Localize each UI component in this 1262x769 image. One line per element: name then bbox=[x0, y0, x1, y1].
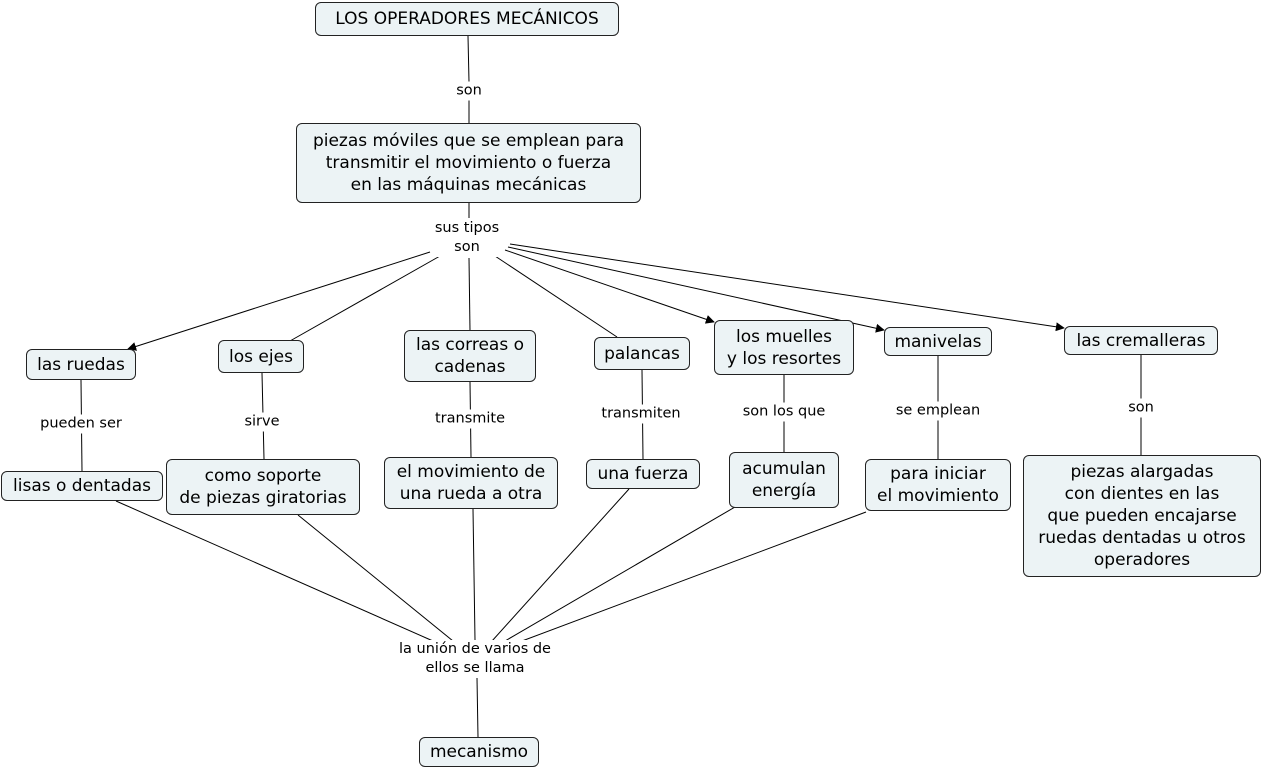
link-iniciar-union bbox=[521, 511, 867, 642]
link-to-cremalleras bbox=[509, 243, 1065, 332]
phrase-transmiten[interactable]: transmiten bbox=[599, 404, 683, 424]
link-to-ruedas bbox=[127, 251, 431, 351]
concept-manivelas[interactable]: manivelas bbox=[884, 327, 992, 356]
link-fuerza-union bbox=[491, 488, 630, 642]
concept-root[interactable]: LOS OPERADORES MECÁNICOS bbox=[315, 2, 619, 36]
concept-cremalleras[interactable]: las cremalleras bbox=[1064, 326, 1218, 355]
concept-muelles[interactable]: los muelles y los resortes bbox=[714, 320, 854, 375]
concept-correas[interactable]: las correas o cadenas bbox=[404, 330, 536, 382]
link-to-manivelas bbox=[507, 246, 885, 333]
phrase-pueden-ser[interactable]: pueden ser bbox=[38, 414, 124, 434]
link-lisas-union bbox=[115, 500, 434, 642]
phrase-union[interactable]: la unión de varios de ellos se llama bbox=[397, 640, 553, 678]
concept-mecanismo[interactable]: mecanismo bbox=[419, 737, 539, 767]
phrase-transmite[interactable]: transmite bbox=[432, 409, 508, 429]
link-root-son bbox=[467, 35, 470, 83]
link-movimiento-union bbox=[472, 508, 476, 641]
link-union-mecanismo bbox=[476, 677, 479, 738]
concept-iniciar[interactable]: para iniciar el movimiento bbox=[865, 459, 1011, 511]
phrase-sus-tipos-son[interactable]: sus tipos son bbox=[432, 219, 502, 257]
phrase-son-los-que[interactable]: son los que bbox=[740, 402, 828, 422]
link-to-muelles bbox=[504, 249, 715, 324]
concept-acumulan[interactable]: acumulan energía bbox=[729, 452, 839, 508]
concept-ruedas[interactable]: las ruedas bbox=[26, 349, 136, 380]
phrase-son[interactable]: son bbox=[454, 81, 484, 101]
phrase-se-emplean[interactable]: se emplean bbox=[893, 401, 983, 421]
link-soporte-union bbox=[297, 514, 454, 642]
phrase-son-cremalleras[interactable]: son bbox=[1126, 398, 1156, 418]
concept-lisas[interactable]: lisas o dentadas bbox=[1, 471, 163, 501]
concept-ejes[interactable]: los ejes bbox=[218, 340, 304, 373]
link-acumulan-union bbox=[504, 506, 736, 642]
concept-fuerza[interactable]: una fuerza bbox=[586, 459, 700, 489]
concept-soporte[interactable]: como soporte de piezas giratorias bbox=[166, 459, 360, 515]
concept-alargadas[interactable]: piezas alargadas con dientes en las que … bbox=[1023, 455, 1261, 577]
link-to-ejes bbox=[289, 255, 441, 342]
concept-palancas[interactable]: palancas bbox=[594, 337, 690, 370]
link-to-palancas bbox=[494, 255, 618, 338]
concept-definition[interactable]: piezas móviles que se emplean para trans… bbox=[296, 123, 641, 203]
link-to-correas bbox=[468, 257, 471, 332]
phrase-sirve[interactable]: sirve bbox=[242, 412, 282, 432]
concept-movimiento[interactable]: el movimiento de una rueda a otra bbox=[384, 457, 558, 509]
